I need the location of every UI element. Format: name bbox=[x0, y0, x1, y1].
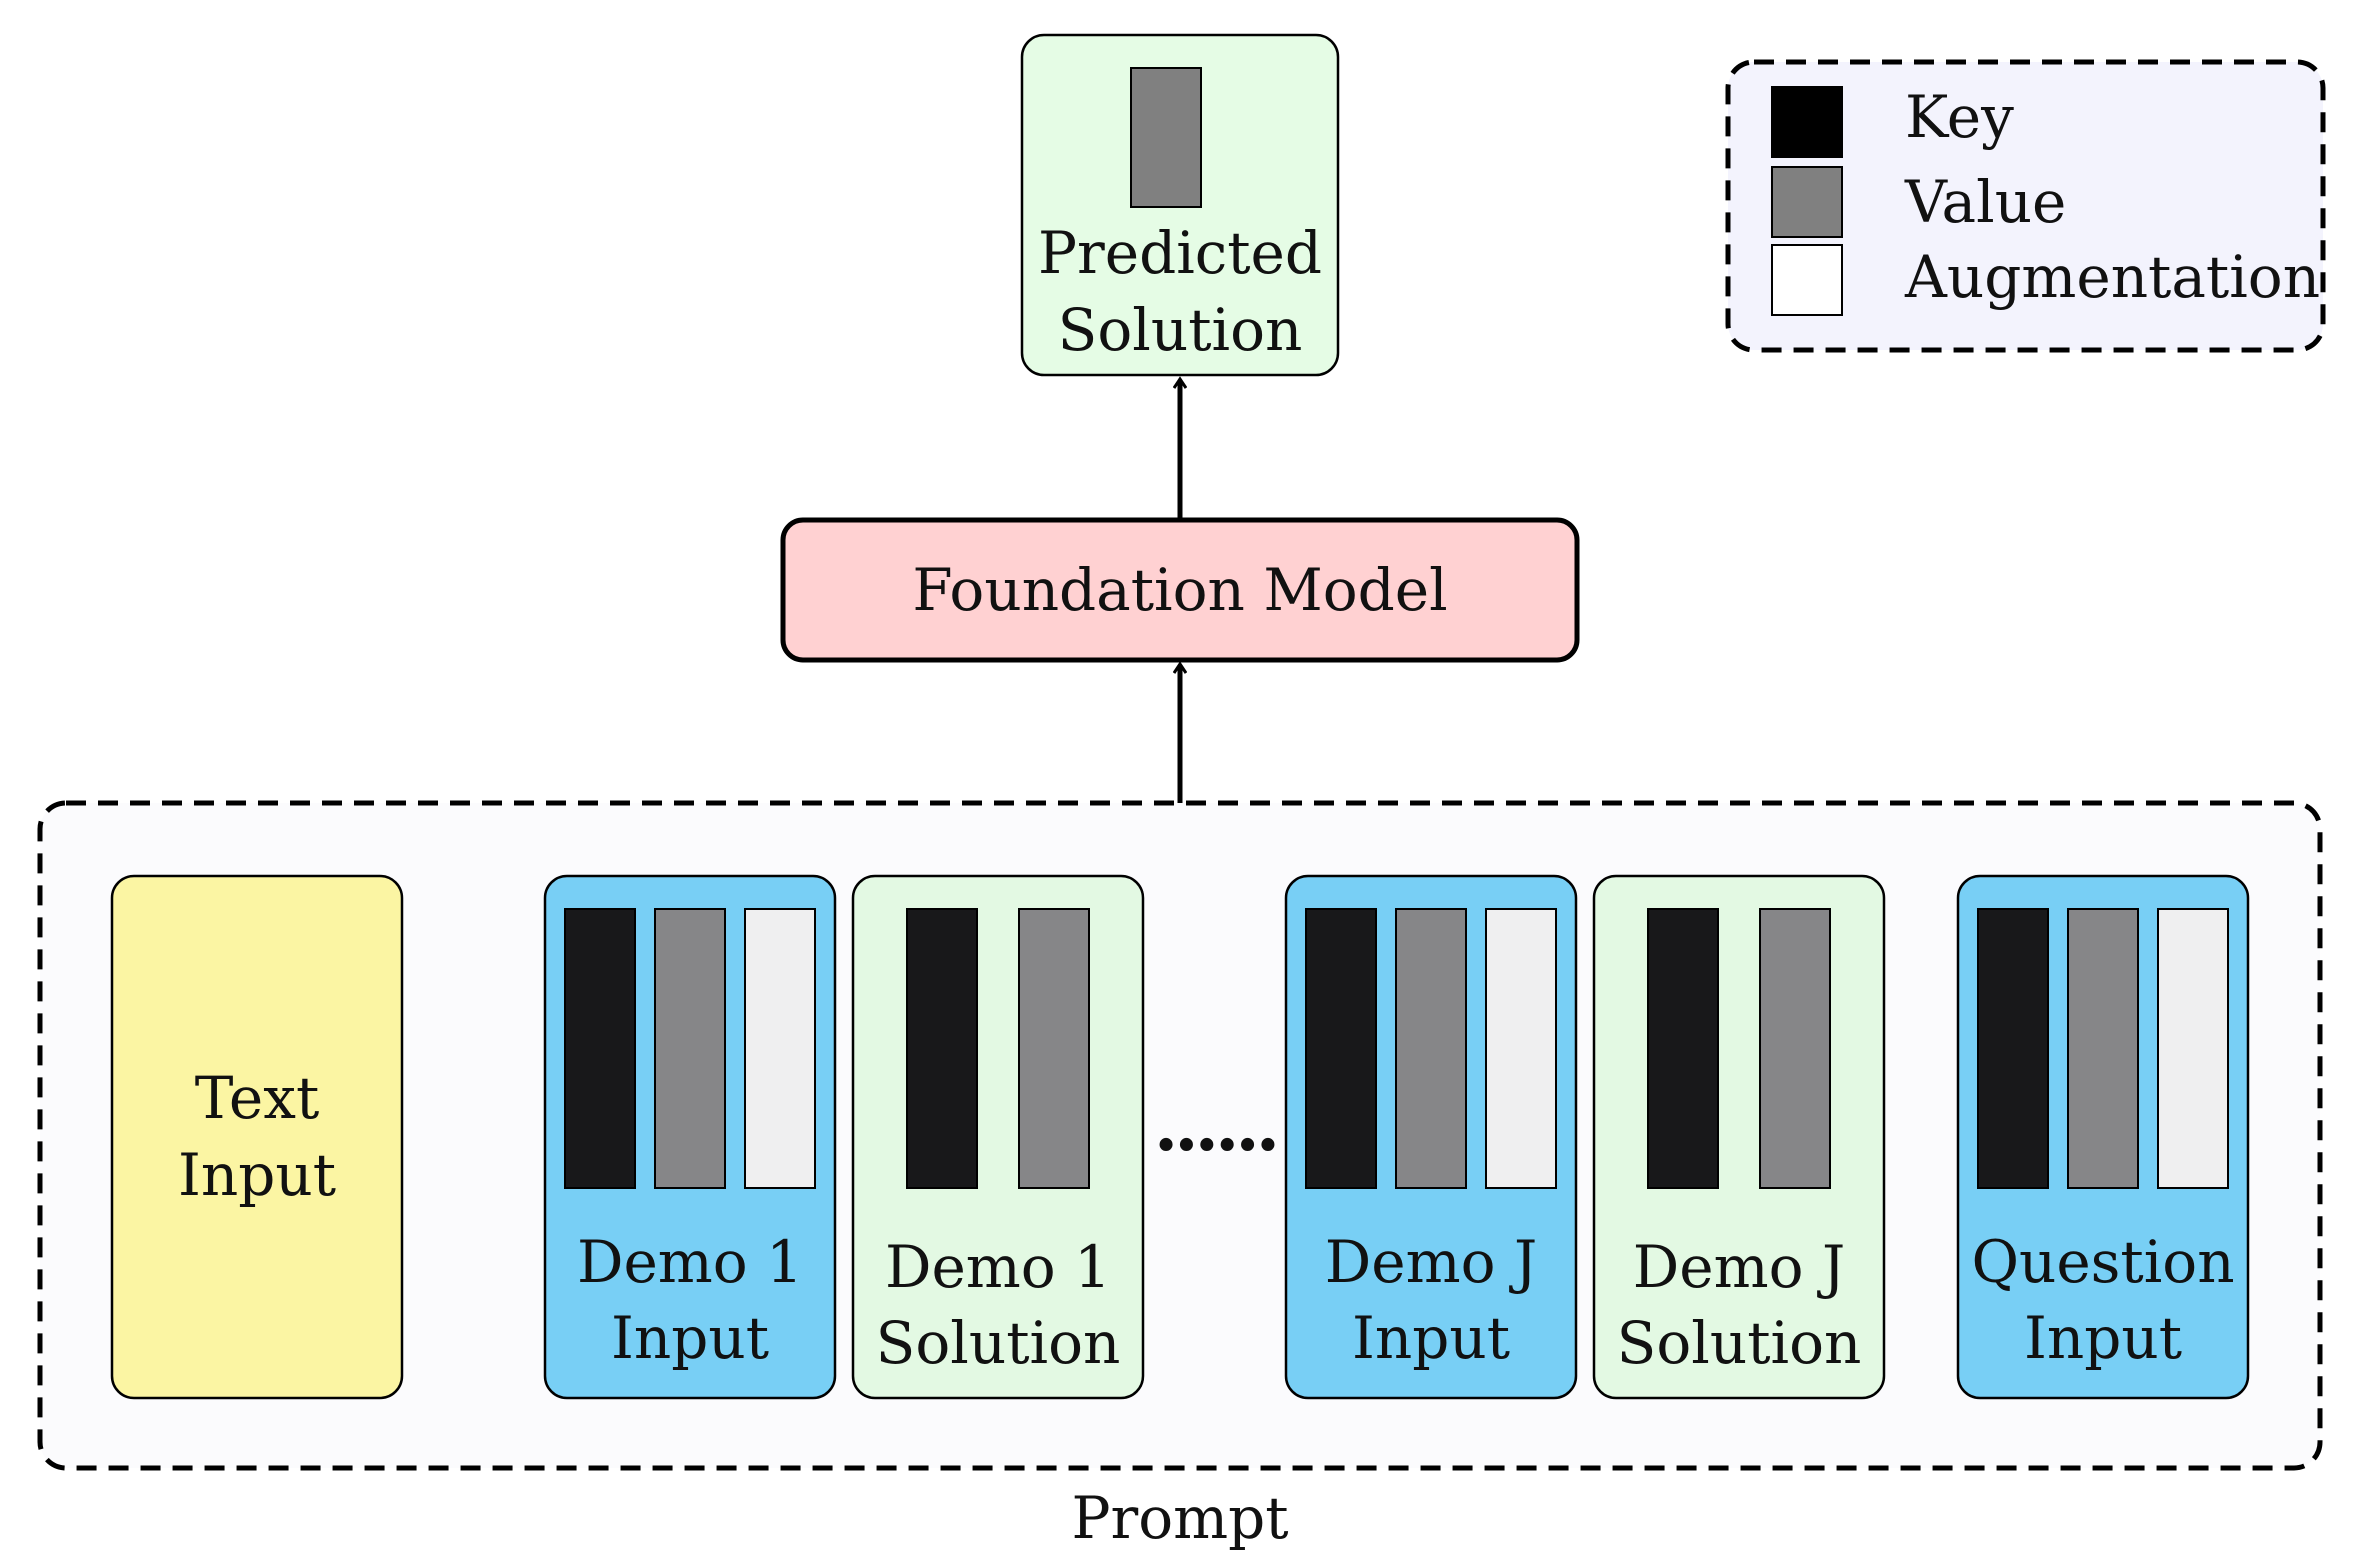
demo-j-input-label-line1: Demo J bbox=[1325, 1228, 1537, 1296]
demo-1-solution-label-line2: Solution bbox=[876, 1309, 1121, 1377]
legend-value-swatch bbox=[1771, 166, 1843, 238]
value-bar bbox=[1759, 908, 1831, 1189]
demo-j-solution-label-line1: Demo J bbox=[1633, 1233, 1845, 1301]
key-bar bbox=[564, 908, 636, 1189]
legend-augmentation-swatch bbox=[1771, 244, 1843, 316]
demo-1-solution-block: Demo 1 Solution bbox=[851, 874, 1145, 1400]
demo-j-input-block: Demo J Input bbox=[1284, 874, 1578, 1400]
text-input-block: Text Input bbox=[110, 874, 404, 1400]
question-input-label-line1: Question bbox=[1971, 1228, 2234, 1296]
text-input-label-line1: Text bbox=[195, 1064, 320, 1132]
key-bar bbox=[1647, 908, 1719, 1189]
legend-value-label: Value bbox=[1904, 168, 2066, 236]
augmentation-bar bbox=[2157, 908, 2229, 1189]
question-input-block: Question Input bbox=[1956, 874, 2250, 1400]
value-bar bbox=[654, 908, 726, 1189]
demo-1-input-block: Demo 1 Input bbox=[543, 874, 837, 1400]
legend-key-label: Key bbox=[1905, 83, 2014, 151]
question-input-label-line2: Input bbox=[2024, 1304, 2182, 1372]
demo-j-solution-block: Demo J Solution bbox=[1592, 874, 1886, 1400]
foundation-model-block: Foundation Model bbox=[780, 517, 1580, 663]
predicted-solution-label-line2: Solution bbox=[1058, 296, 1303, 364]
value-bar bbox=[1395, 908, 1467, 1189]
foundation-model-label: Foundation Model bbox=[912, 556, 1447, 624]
legend-key-swatch bbox=[1771, 86, 1843, 158]
augmentation-bar bbox=[744, 908, 816, 1189]
demo-j-solution-label-line2: Solution bbox=[1617, 1309, 1862, 1377]
augmentation-bar bbox=[1485, 908, 1557, 1189]
legend-augmentation-label: Augmentation bbox=[1904, 243, 2320, 311]
prompt-label: Prompt bbox=[1071, 1484, 1288, 1551]
predicted-solution-label-line1: Predicted bbox=[1038, 219, 1322, 287]
key-bar bbox=[1977, 908, 2049, 1189]
demo-1-solution-label-line1: Demo 1 bbox=[885, 1233, 1111, 1301]
value-bar bbox=[2067, 908, 2139, 1189]
legend: Key Value Augmentation bbox=[1725, 59, 2326, 353]
demo-j-input-label-line2: Input bbox=[1352, 1304, 1510, 1372]
text-input-label-line2: Input bbox=[178, 1141, 336, 1209]
predicted-solution-block: Predicted Solution bbox=[1020, 33, 1340, 377]
demo-1-input-label-line2: Input bbox=[611, 1304, 769, 1372]
value-bar bbox=[1130, 67, 1202, 208]
key-bar bbox=[1305, 908, 1377, 1189]
ellipsis: ...... bbox=[1154, 1084, 1276, 1167]
key-bar bbox=[906, 908, 978, 1189]
value-bar bbox=[1018, 908, 1090, 1189]
demo-1-input-label-line1: Demo 1 bbox=[577, 1228, 803, 1296]
